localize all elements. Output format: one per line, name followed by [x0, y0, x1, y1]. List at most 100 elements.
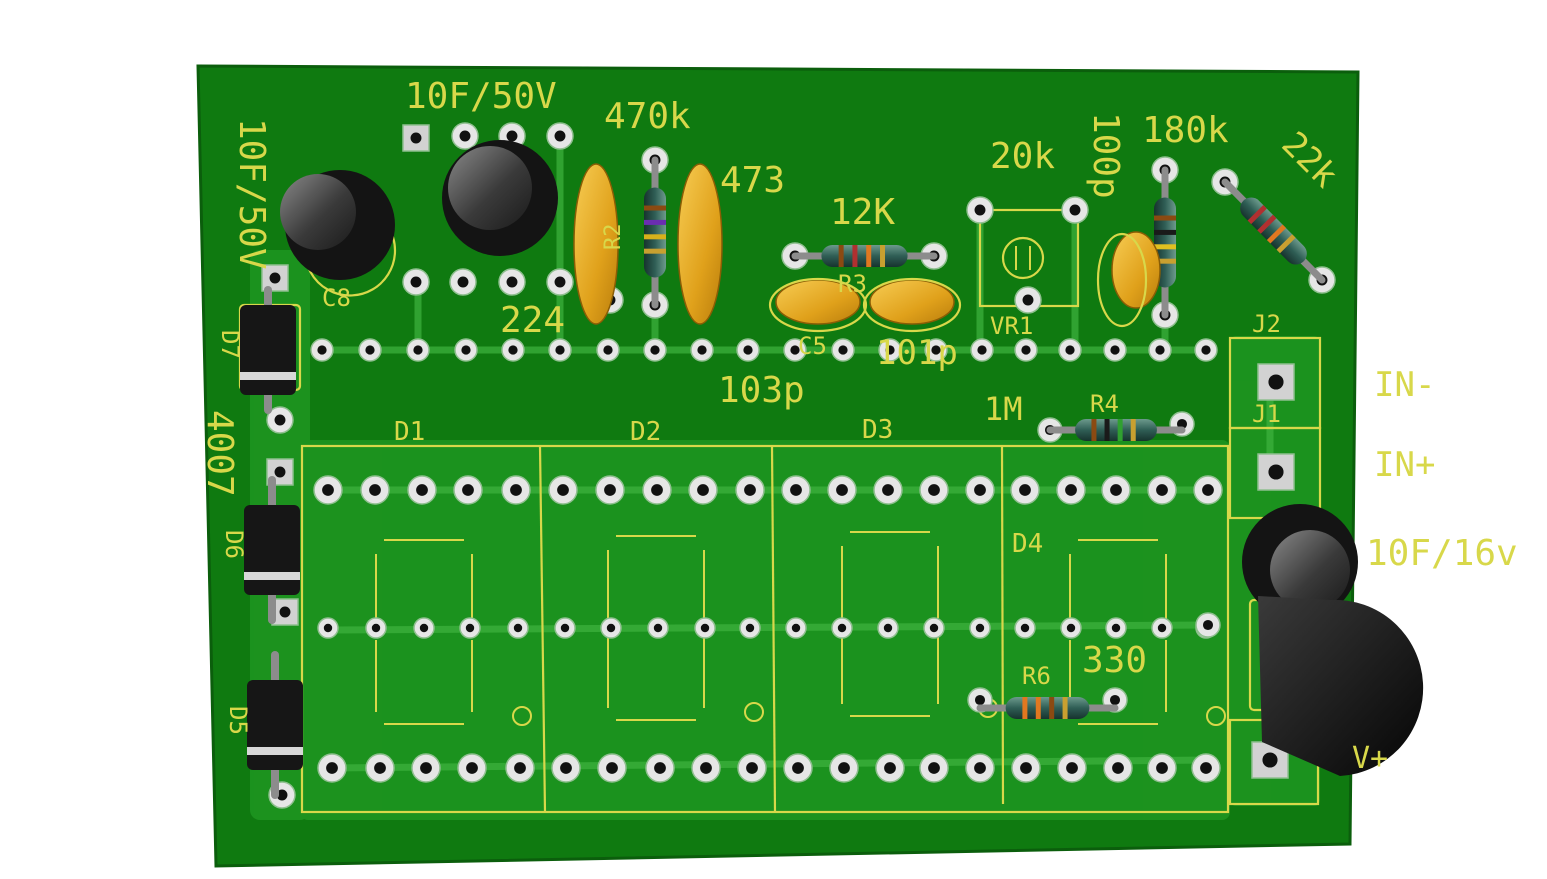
label-ref-r3: R3 — [838, 270, 867, 298]
segment-outline — [744, 702, 764, 722]
pad-square — [1257, 453, 1295, 491]
diode-cathode-band — [247, 747, 303, 755]
label-cap-16v: 10F/16v — [1366, 533, 1518, 574]
drill-hole — [279, 606, 291, 618]
drill-hole — [317, 345, 327, 355]
drill-hole — [700, 623, 710, 633]
drill-hole — [413, 345, 423, 355]
label-vr1-value: 20k — [990, 136, 1055, 177]
drill-hole — [790, 345, 800, 355]
drill-hole — [746, 762, 758, 774]
drill-hole — [792, 762, 804, 774]
diodes — [240, 286, 303, 799]
diode-body — [240, 305, 296, 395]
drill-hole — [604, 484, 616, 496]
drill-hole — [974, 762, 986, 774]
drill-hole — [274, 414, 286, 426]
diode-cathode-band — [244, 572, 300, 580]
label-c8-value-rotated: 10F/50V — [231, 118, 272, 270]
pin-label-in-minus: IN- — [1374, 365, 1435, 405]
drill-hole — [374, 762, 386, 774]
drill-hole — [1111, 623, 1121, 633]
drill-hole — [1155, 345, 1165, 355]
drill-hole — [560, 762, 572, 774]
drill-hole — [1110, 345, 1120, 355]
drill-hole — [1021, 345, 1031, 355]
drill-hole — [410, 276, 422, 288]
drill-hole — [326, 762, 338, 774]
drill-hole — [791, 623, 801, 633]
drill-hole — [369, 484, 381, 496]
drill-hole — [974, 694, 986, 706]
drill-hole — [410, 132, 422, 144]
drill-hole — [557, 484, 569, 496]
drill-hole — [416, 484, 428, 496]
label-ref-r2: R2 — [601, 224, 626, 251]
pad-square — [402, 124, 430, 152]
drill-hole — [743, 345, 753, 355]
label-ref-d7: D7 — [216, 330, 244, 359]
drill-hole — [323, 623, 333, 633]
drill-hole — [465, 623, 475, 633]
drill-hole — [554, 276, 566, 288]
drill-hole — [1262, 752, 1278, 768]
drill-hole — [1109, 694, 1121, 706]
label-diode-4007: 4007 — [199, 410, 240, 497]
drill-hole — [975, 623, 985, 633]
resistor-body — [644, 187, 666, 278]
drill-hole — [884, 762, 896, 774]
drill-hole — [1020, 762, 1032, 774]
drill-hole — [276, 789, 288, 801]
drill-hole — [974, 484, 986, 496]
label-ref-c5: C5 — [798, 332, 827, 360]
drill-hole — [745, 623, 755, 633]
drill-hole — [420, 762, 432, 774]
label-ref-j1: J1 — [1252, 400, 1281, 428]
label-ref-vr1: VR1 — [990, 312, 1033, 340]
drill-hole — [883, 623, 893, 633]
drill-hole — [928, 484, 940, 496]
diode-cathode-band — [240, 372, 296, 380]
drill-hole — [510, 484, 522, 496]
drill-hole — [466, 762, 478, 774]
drill-hole — [462, 484, 474, 496]
label-ref-d4: D4 — [1012, 529, 1043, 559]
label-r2-value: 470k — [604, 96, 691, 137]
drill-hole — [654, 762, 666, 774]
drill-hole — [1112, 762, 1124, 774]
drill-hole — [974, 204, 986, 216]
drill-hole — [506, 276, 518, 288]
drill-hole — [1156, 762, 1168, 774]
trimmer-potentiometer — [1001, 236, 1045, 280]
segment-outline — [512, 706, 532, 726]
drill-hole — [1066, 762, 1078, 774]
label-ref-d5: D5 — [224, 706, 252, 735]
drill-hole — [837, 623, 847, 633]
label-r3-value: 12K — [830, 192, 895, 233]
drill-hole — [1156, 484, 1168, 496]
label-cap-103p: 103p — [718, 370, 805, 411]
drill-hole — [885, 345, 895, 355]
drill-hole — [274, 466, 286, 478]
label-r4-value: 1M — [984, 390, 1023, 428]
drill-hole — [603, 345, 613, 355]
drill-hole — [700, 762, 712, 774]
drill-hole — [1110, 484, 1122, 496]
drill-hole — [459, 130, 471, 142]
drill-hole — [928, 762, 940, 774]
segment-outline — [1206, 706, 1226, 726]
drill-hole — [836, 484, 848, 496]
resistor-body — [1240, 197, 1307, 265]
pin-label-in-plus: IN+ — [1374, 445, 1435, 485]
drill-hole — [1020, 623, 1030, 633]
drill-hole — [606, 762, 618, 774]
drill-hole — [461, 345, 471, 355]
drill-hole — [1065, 345, 1075, 355]
drill-hole — [554, 130, 566, 142]
label-cap-100p: 100p — [1085, 112, 1126, 199]
drill-hole — [790, 484, 802, 496]
drill-hole — [1019, 484, 1031, 496]
drill-hole — [555, 345, 565, 355]
resistor-body — [821, 245, 908, 267]
